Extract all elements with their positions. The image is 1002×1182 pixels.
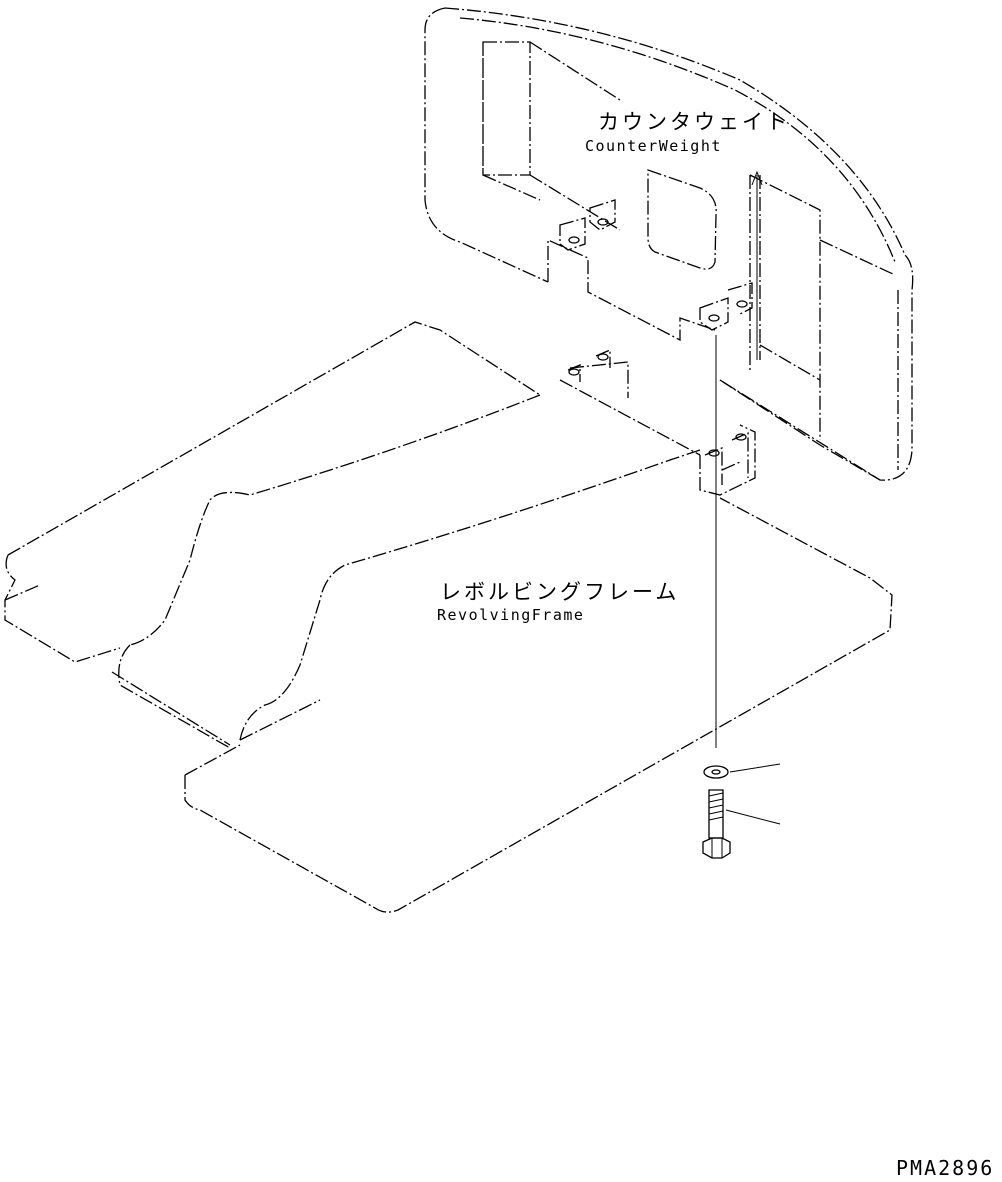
mounting-bolt xyxy=(702,789,781,859)
revolving-frame xyxy=(4,321,893,913)
washer-leader-line xyxy=(729,763,781,773)
counterweight-label-jp: カウンタウェイト xyxy=(598,110,790,134)
drawing-code: PMA2896 xyxy=(896,1156,995,1180)
washer xyxy=(703,763,781,779)
counterweight-label-en: CounterWeight xyxy=(585,137,722,155)
frame-label-en: RevolvingFrame xyxy=(437,606,585,624)
bolt-leader-line xyxy=(725,809,781,825)
counterweight xyxy=(424,7,914,481)
frame-label-jp: レボルビングフレーム xyxy=(440,580,680,604)
